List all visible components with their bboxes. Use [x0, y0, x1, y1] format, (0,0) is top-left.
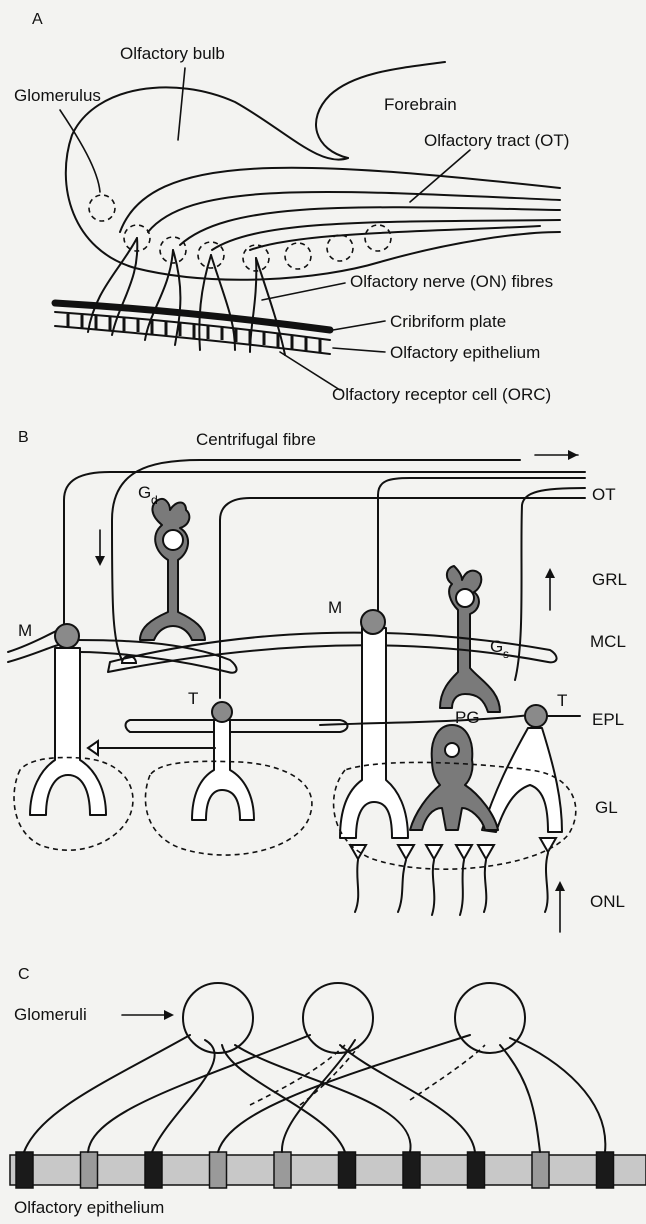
- arrow-right-icon: [122, 1010, 174, 1020]
- label-nerve-fibres: Olfactory nerve (ON) fibres: [350, 272, 553, 291]
- label-mcl: MCL: [590, 632, 626, 651]
- bulb-outline: [66, 87, 560, 279]
- glomerulus-circle: [285, 243, 311, 269]
- receptor-cell-dark: [145, 1152, 162, 1188]
- label-glomeruli: Glomeruli: [14, 1005, 87, 1024]
- glomeruli-row: [89, 195, 391, 271]
- panel-a: A: [14, 11, 569, 404]
- glomerulus-circle-c1: [183, 983, 253, 1053]
- label-glomerulus: Glomerulus: [14, 86, 101, 105]
- glomerulus-circle-c2: [303, 983, 373, 1053]
- glomerulus-circle-c3: [455, 983, 525, 1053]
- receptor-cell-light: [210, 1152, 227, 1188]
- receptor-cell-light: [81, 1152, 98, 1188]
- panel-c-letter: C: [18, 966, 30, 983]
- label-epl: EPL: [592, 710, 624, 729]
- arrow-right-icon: [535, 450, 578, 460]
- label-centrifugal-fibre: Centrifugal fibre: [196, 430, 316, 449]
- label-cribriform-plate: Cribriform plate: [390, 312, 506, 331]
- receptor-cell-dark: [597, 1152, 614, 1188]
- label-pg: PG: [455, 708, 480, 727]
- epithelium-band: [10, 1155, 646, 1185]
- label-m-right: M: [328, 598, 342, 617]
- label-t-left: T: [188, 689, 198, 708]
- label-olfactory-epithelium-c: Olfactory epithelium: [14, 1198, 164, 1217]
- receptor-axons: [24, 1035, 605, 1152]
- glomerulus-circle: [89, 195, 115, 221]
- receptor-cell-light: [274, 1152, 291, 1188]
- receptor-cell-dark: [403, 1152, 420, 1188]
- label-onl: ONL: [590, 892, 625, 911]
- arrow-up-icon: [555, 881, 565, 932]
- mitral-cell-right: [340, 610, 414, 859]
- label-grl: GRL: [592, 570, 627, 589]
- glomerulus-circle: [327, 235, 353, 261]
- tract-fibre: [148, 192, 560, 232]
- periglomerular-cell: [410, 725, 498, 859]
- label-ot: OT: [592, 485, 616, 504]
- label-receptor-cell: Olfactory receptor cell (ORC): [332, 385, 551, 404]
- label-olfactory-epithelium: Olfactory epithelium: [390, 343, 540, 362]
- label-g: G: [138, 483, 151, 502]
- label-forebrain: Forebrain: [384, 95, 457, 114]
- receptor-cell-dark: [468, 1152, 485, 1188]
- pointer-epithelium: [333, 348, 385, 352]
- receptor-cell-light: [532, 1152, 549, 1188]
- label-m-left: M: [18, 621, 32, 640]
- label-olfactory-tract: Olfactory tract (OT): [424, 131, 569, 150]
- label-g-subscript-d: d: [151, 493, 158, 507]
- label-olfactory-bulb: Olfactory bulb: [120, 44, 225, 63]
- label-gl: GL: [595, 798, 618, 817]
- granule-cell-gd: [140, 499, 205, 640]
- arrow-up-icon: [545, 568, 555, 610]
- pointer-bulb: [178, 68, 185, 140]
- receptor-cell-dark: [339, 1152, 356, 1188]
- pointer-nerve: [262, 283, 345, 300]
- pointer-cribriform: [333, 321, 385, 330]
- panel-b: B Centrifugal fibre: [8, 429, 627, 932]
- tract-fibre: [120, 168, 560, 232]
- glomerulus-circle: [365, 225, 391, 251]
- tufted-cell-left: [88, 702, 348, 820]
- label-t-right: T: [557, 691, 567, 710]
- arrow-down-icon: [95, 530, 105, 566]
- panel-a-letter: A: [32, 11, 43, 28]
- panel-c: C Glomeruli Olfactory epithe: [10, 966, 646, 1217]
- receptor-cell-dark: [16, 1152, 33, 1188]
- panel-b-letter: B: [18, 429, 29, 446]
- pointer-receptor: [280, 352, 340, 390]
